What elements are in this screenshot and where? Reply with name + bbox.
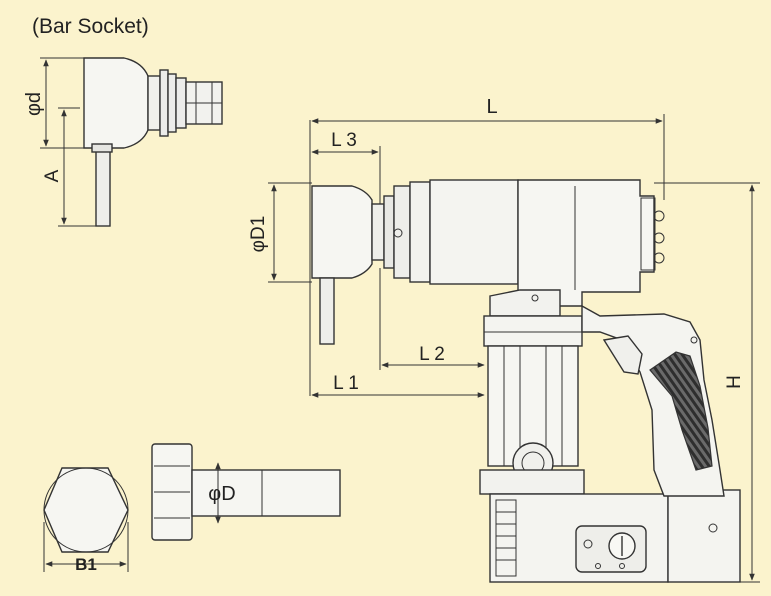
tool-socket: [311, 185, 373, 279]
bar-socket-side-view: φd A: [23, 57, 223, 227]
label-L2: L 2: [419, 344, 445, 365]
gear-housing: [429, 179, 519, 285]
tool-reaction-bar: [319, 277, 335, 345]
indicator-lamp: [583, 539, 593, 549]
torque-wrench-tool: [311, 179, 741, 583]
socket-bar-collar: [91, 143, 113, 153]
socket-ring-1: [159, 69, 169, 137]
motor-housing: [517, 179, 655, 307]
panel-screw: [708, 523, 718, 533]
label-L3: L 3: [331, 130, 357, 151]
label-A: A: [42, 169, 63, 182]
dimension-lines: L L 3 φD1 L 2 L 1 H: [248, 96, 760, 583]
handle-grip: [649, 351, 713, 471]
column-base: [479, 469, 585, 495]
label-H: H: [724, 375, 745, 389]
clamp-block: [489, 289, 561, 317]
socket-ring-2: [167, 73, 177, 133]
label-L: L: [486, 96, 497, 118]
socket-reaction-bar: [95, 147, 111, 227]
label-phi-D: φD: [208, 483, 235, 505]
column-head: [483, 315, 583, 347]
socket-body: [83, 57, 149, 149]
label-phi-D1: φD1: [248, 216, 269, 253]
socket-ring-3: [175, 77, 187, 129]
title-bar-socket: (Bar Socket): [32, 15, 149, 38]
tool-flange: [409, 181, 431, 283]
label-B1: B1: [75, 555, 97, 574]
controller-side-panel: [667, 489, 741, 583]
side-screw-bottom: [653, 252, 665, 264]
side-screw-top: [653, 210, 665, 222]
side-screw-mid: [653, 232, 665, 244]
label-phi-d: φd: [23, 92, 45, 116]
socket-neck: [147, 75, 161, 131]
tool-socket-neck: [371, 203, 385, 261]
tool-socket-ring: [383, 195, 395, 269]
bolt-side-view: φD: [151, 443, 341, 541]
trigger: [602, 335, 643, 375]
label-L1: L 1: [333, 373, 359, 394]
adapter-screw: [393, 228, 403, 238]
hex-nut-view: B1: [43, 467, 129, 574]
